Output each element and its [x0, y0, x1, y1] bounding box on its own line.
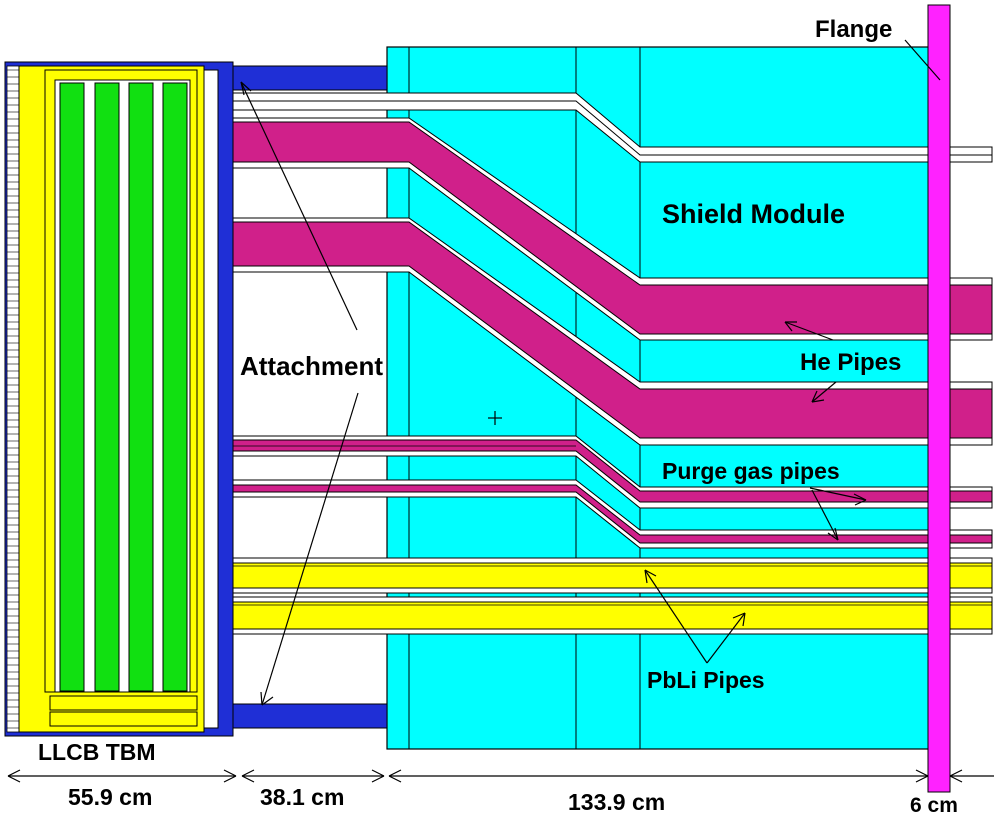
breeder-channel-3	[128, 82, 154, 692]
he-arrow-lower	[811, 381, 837, 403]
flange-leader	[904, 39, 941, 81]
breeder-channel-4	[162, 82, 188, 692]
pbli-pipe-upper	[232, 557, 993, 594]
attachment-bar-top	[232, 65, 388, 91]
he-pipes-label: He Pipes	[800, 349, 901, 376]
leader-arrows	[240, 39, 941, 706]
breeder-channel-2	[94, 82, 120, 692]
center-marker	[488, 411, 502, 425]
pbli-pipe-lower	[232, 596, 993, 635]
dim-flange-label: 6 cm	[910, 794, 958, 817]
attachment-arrow-bottom	[261, 392, 359, 706]
purge-gas-pipes-label: Purge gas pipes	[662, 458, 840, 484]
purge-arrow-upper	[809, 487, 867, 501]
purge-pipe-lower	[232, 479, 993, 549]
purge-arrow-lower	[811, 489, 839, 541]
attachment-bar-bottom	[232, 703, 388, 729]
tbm-back-plate	[203, 69, 219, 729]
tbm-bottom-plate-2	[49, 711, 198, 727]
dim-tbm-label: 55.9 cm	[68, 784, 152, 810]
he-arrow-upper	[784, 321, 834, 341]
dimension-arrows	[7, 769, 994, 783]
tbm-bottom-plate-1	[49, 695, 198, 711]
llcb-tbm-label: LLCB TBM	[38, 739, 156, 765]
shield-module-label: Shield Module	[662, 199, 845, 229]
flange	[927, 4, 951, 793]
pbli-arrow-right	[706, 612, 746, 664]
pbli-pipes-label: PbLi Pipes	[647, 667, 765, 693]
attachment-label: Attachment	[240, 351, 383, 381]
he-pipe-upper	[232, 117, 993, 341]
llcb-tbm	[4, 61, 234, 737]
purge-pipe-upper	[232, 435, 993, 509]
dim-shield-label: 133.9 cm	[568, 789, 665, 815]
top-pipe	[232, 92, 993, 163]
first-wall-channels	[7, 69, 19, 729]
attachment-arrow-top	[240, 81, 358, 331]
dim-attachment-label: 38.1 cm	[260, 784, 344, 810]
flange-label: Flange	[815, 16, 892, 43]
breeder-channel-1	[59, 82, 85, 692]
pbli-arrow-left	[644, 569, 708, 664]
he-pipe-lower	[232, 217, 993, 446]
